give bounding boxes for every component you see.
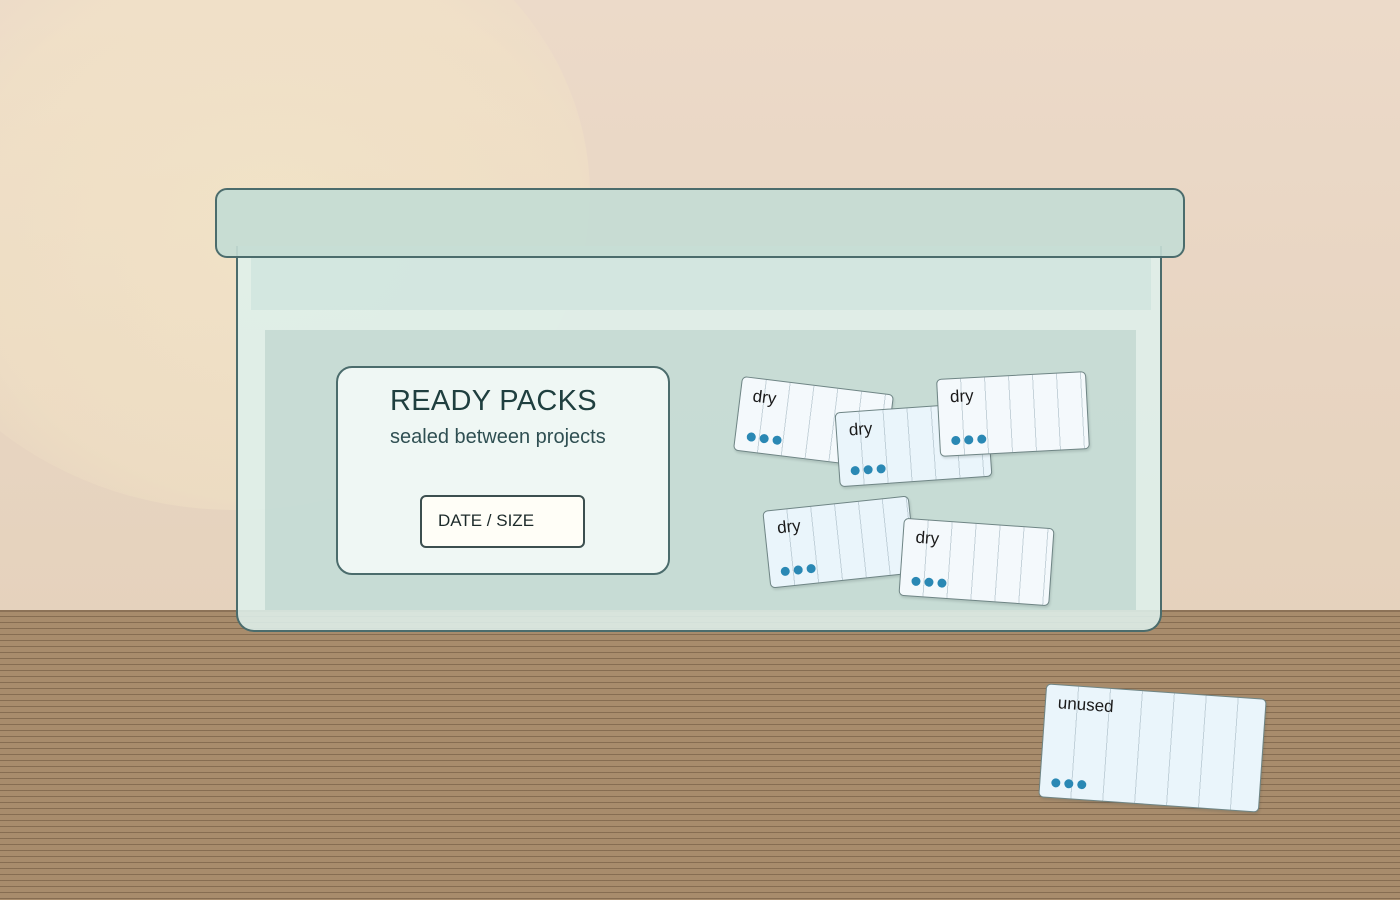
dots-icon xyxy=(951,434,987,446)
dots-icon xyxy=(911,576,947,588)
pack-unused[interactable]: unused xyxy=(1038,683,1267,813)
pack-label: dry xyxy=(751,386,778,409)
container-band xyxy=(251,258,1151,310)
label-title: READY PACKS xyxy=(390,385,597,417)
dots-icon xyxy=(1051,778,1087,790)
pack-label: dry xyxy=(776,516,802,538)
pack-label: dry xyxy=(949,386,975,407)
label-subtitle: sealed between projects xyxy=(390,426,606,448)
date-size-field[interactable] xyxy=(420,495,585,548)
pack-label: unused xyxy=(1057,693,1115,717)
container-lid[interactable] xyxy=(215,188,1185,258)
pack-dry-4[interactable]: dry xyxy=(762,495,917,589)
pack-dry-5[interactable]: dry xyxy=(898,517,1055,607)
dots-icon xyxy=(746,432,783,446)
pack-dry-3[interactable]: dry xyxy=(936,371,1090,457)
pack-label: dry xyxy=(848,418,874,440)
pack-label: dry xyxy=(914,527,940,549)
dots-icon xyxy=(780,563,817,577)
dots-icon xyxy=(850,464,886,476)
date-size-label: DATE / SIZE xyxy=(438,511,535,530)
